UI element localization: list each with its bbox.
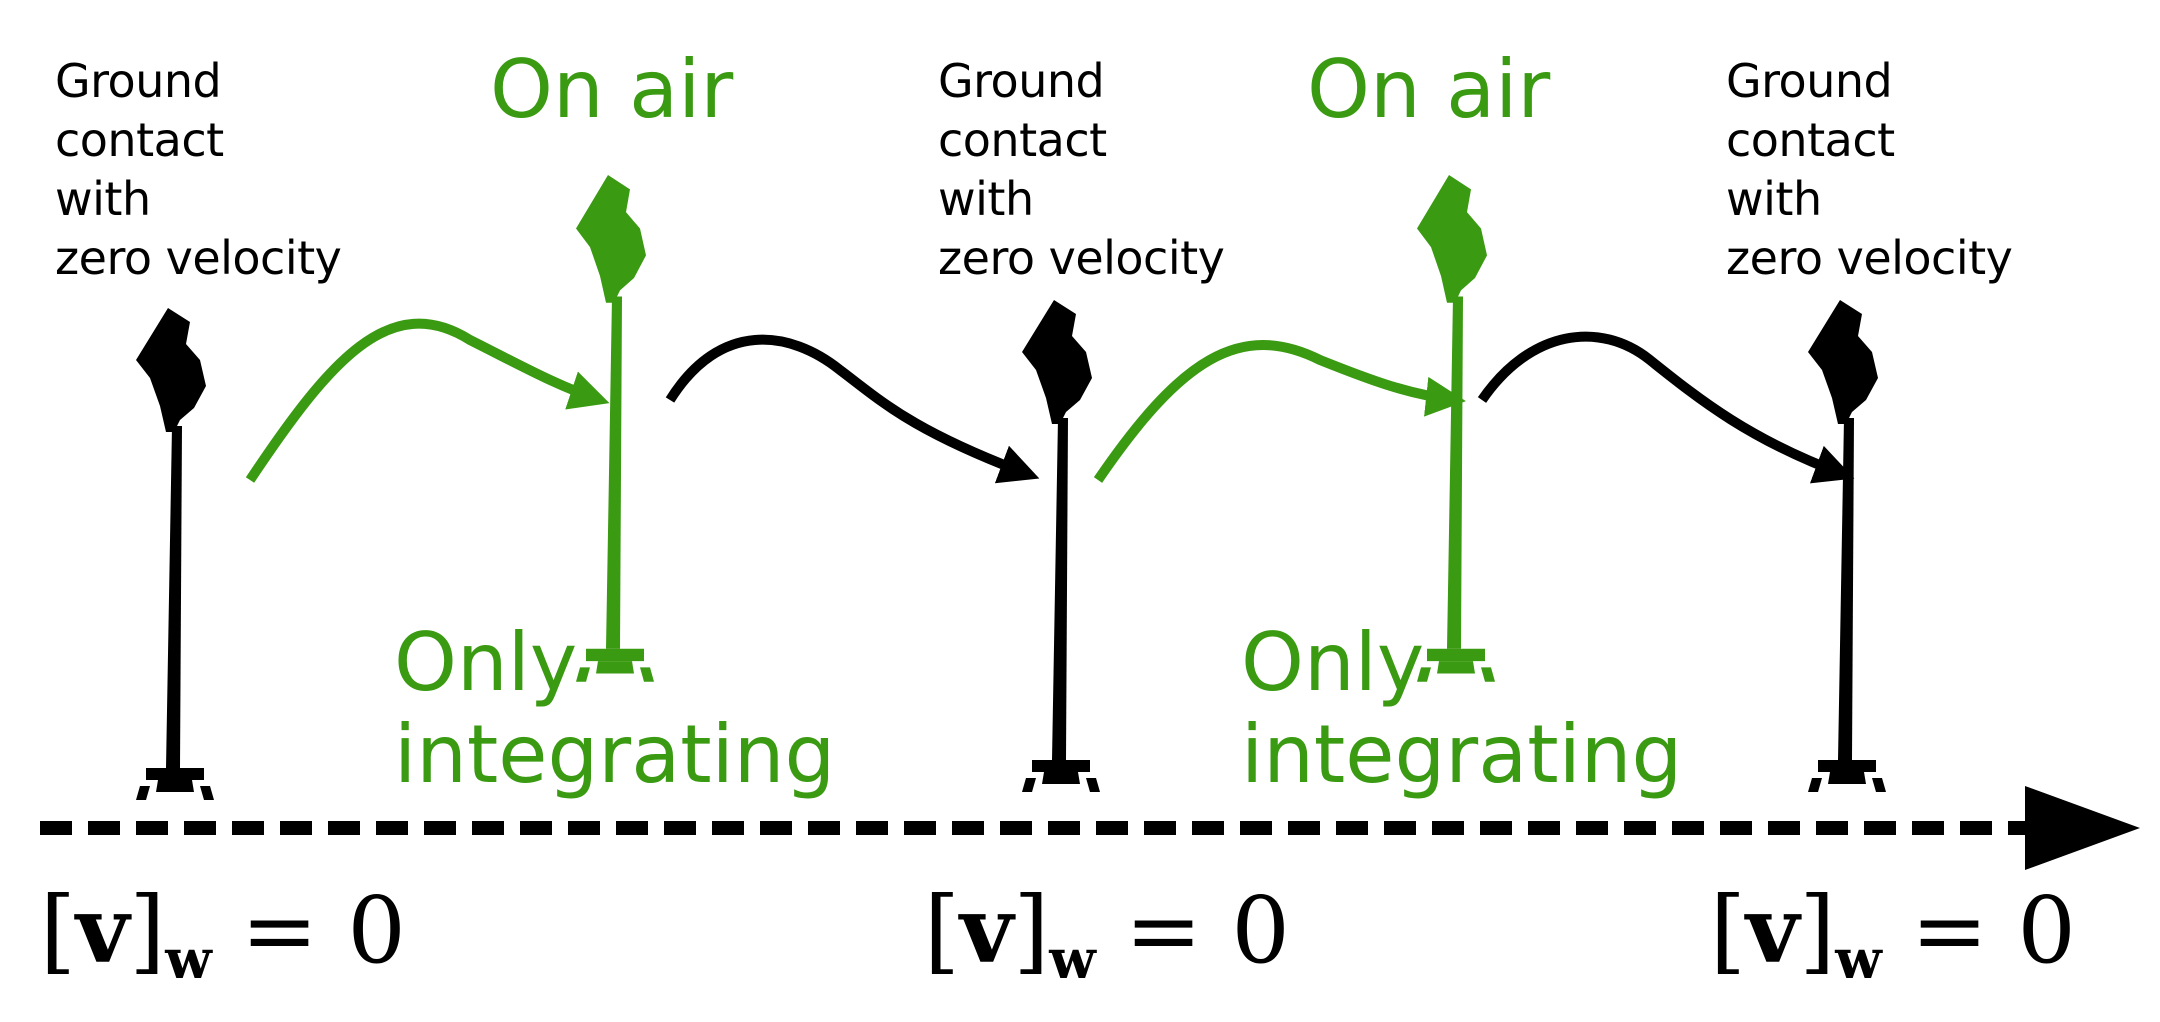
curved-arrow-icon xyxy=(1093,340,1466,483)
formula-bracket: ] xyxy=(1013,877,1050,984)
ground-contact-line: with xyxy=(1726,172,1822,226)
ground-contact-line: Ground xyxy=(55,54,222,108)
ground-contact-line: zero velocity xyxy=(938,231,1225,285)
zero-velocity-formula-1: [v]w = 0 xyxy=(40,880,406,1009)
formula-equals-zero: = 0 xyxy=(211,877,406,984)
ground-contact-line: with xyxy=(55,172,151,226)
ground-contact-label-3: Ground contact with zero velocity xyxy=(1726,52,2013,288)
curved-arrow-icon xyxy=(665,334,1040,484)
on-air-label-1: On air xyxy=(490,43,734,136)
formula-subscript: w xyxy=(165,927,212,991)
ground-contact-line: contact xyxy=(1726,113,1895,167)
only-integrating-line: integrating xyxy=(394,708,836,801)
axis-arrowhead-icon xyxy=(2025,786,2140,870)
only-integrating-line: Only xyxy=(1241,616,1425,709)
curved-arrow-icon xyxy=(245,318,610,483)
ground-contact-label-1: Ground contact with zero velocity xyxy=(55,52,342,288)
curved-arrow-icon xyxy=(1477,331,1855,484)
only-integrating-label-1: Only integrating xyxy=(394,617,835,801)
ground-contact-line: zero velocity xyxy=(1726,231,2013,285)
formula-bracket: ] xyxy=(1799,877,1836,984)
formula-bracket: [ xyxy=(40,877,76,984)
formula-velocity: v xyxy=(1745,876,1800,984)
leg-figure-ground-3 xyxy=(1808,300,1886,792)
formula-velocity: v xyxy=(959,876,1014,984)
zero-velocity-formula-3: [v]w = 0 xyxy=(1710,880,2076,1009)
ground-contact-line: Ground xyxy=(938,54,1105,108)
formula-bracket: [ xyxy=(1710,877,1746,984)
formula-bracket: [ xyxy=(924,877,960,984)
formula-subscript: w xyxy=(1835,927,1882,991)
formula-equals-zero: = 0 xyxy=(1881,877,2076,984)
only-integrating-label-2: Only integrating xyxy=(1241,617,1682,801)
ground-contact-line: Ground xyxy=(1726,54,1893,108)
ground-contact-line: with xyxy=(938,172,1034,226)
leg-figure-ground-2 xyxy=(1022,300,1100,792)
leg-figure-air-2 xyxy=(1417,175,1495,682)
ground-contact-line: zero velocity xyxy=(55,231,342,285)
ground-contact-line: contact xyxy=(938,113,1107,167)
formula-velocity: v xyxy=(75,876,130,984)
formula-subscript: w xyxy=(1049,927,1096,991)
formula-bracket: ] xyxy=(129,877,166,984)
ground-contact-line: contact xyxy=(55,113,224,167)
zero-velocity-formula-2: [v]w = 0 xyxy=(924,880,1290,1009)
leg-figure-air-1 xyxy=(576,175,654,682)
on-air-label-2: On air xyxy=(1307,43,1551,136)
only-integrating-line: integrating xyxy=(1241,708,1683,801)
formula-equals-zero: = 0 xyxy=(1095,877,1290,984)
ground-contact-label-2: Ground contact with zero velocity xyxy=(938,52,1225,288)
leg-figure-ground-1 xyxy=(136,308,214,800)
only-integrating-line: Only xyxy=(394,616,578,709)
